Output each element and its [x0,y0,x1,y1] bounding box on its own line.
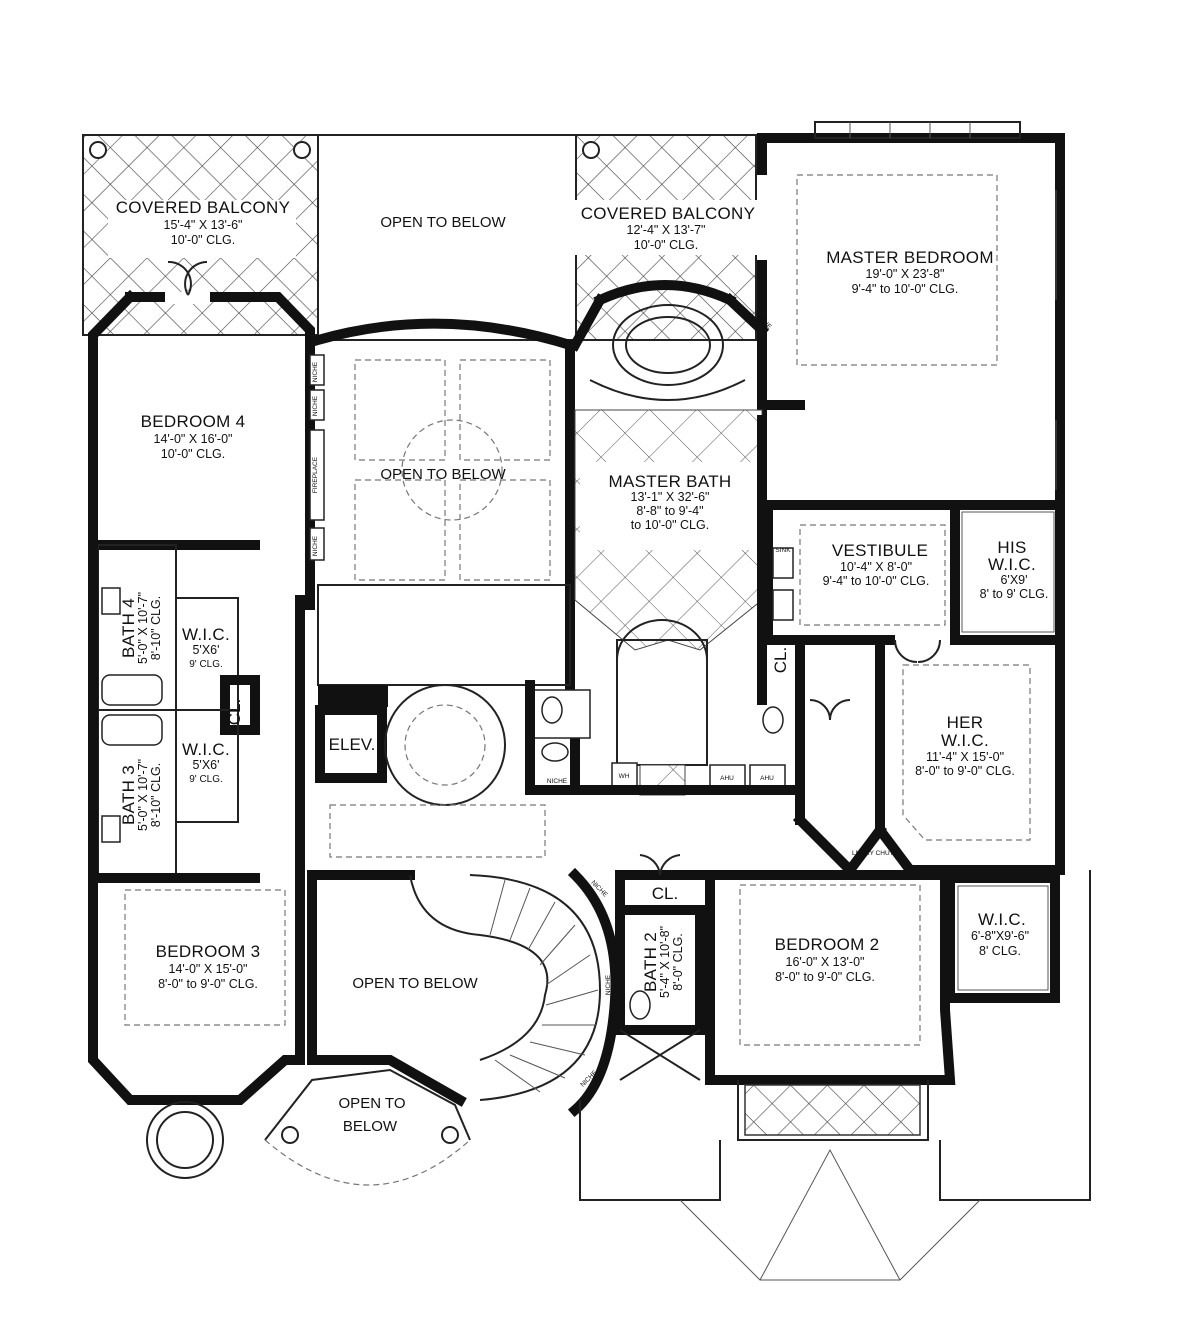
bath-4-name: BATH 4 [119,598,138,658]
sink-label: SINK [775,547,791,554]
wh-label: WH [619,773,630,780]
bedroom-2-dim: 16'-0" X 13'-0" [786,955,865,969]
elevator-label: ELEV. [329,735,376,754]
his-wic-name1: HIS [997,538,1026,557]
her-wic-dim: 11'-4" X 15'-0" [926,750,1004,764]
bedroom-3-name: BEDROOM 3 [156,942,261,961]
niche-label-3: NICHE [312,535,319,556]
fireplace-label: FIREPLACE [312,456,319,493]
vestibule-dim: 10'-4" X 8'-0" [840,560,912,574]
elevator [315,684,506,806]
covered-balcony-left-name: COVERED BALCONY [116,198,291,217]
wic-lower-dim: 5'X6' [192,758,219,772]
vestibule [763,500,1065,645]
ahu-label-1: AHU [720,775,734,782]
vestibule-clg: 9'-4" to 10'-0" CLG. [823,574,930,588]
bedroom-3-clg: 8'-0" to 9'-0" CLG. [158,977,258,991]
her-wic-clg: 8'-0" to 9'-0" CLG. [915,764,1015,778]
niche-label-1: NICHE [312,361,319,382]
his-wic-clg: 8' to 9' CLG. [980,587,1049,601]
bedroom-3 [88,873,305,1179]
open-to-below-stair-label: OPEN TO BELOW [352,975,478,992]
open-to-below-bay [264,1055,471,1186]
open-to-below-center [311,318,577,690]
open-to-below-top [317,134,577,341]
niche-label-6: NICHE [605,974,612,995]
bath-4-dim: 5'-0" X 10'-7" [136,592,150,664]
bedroom-2-name: BEDROOM 2 [775,935,880,954]
wic-upper-clg: 9' CLG. [189,659,223,670]
master-bath-clg2: to 10'-0" CLG. [631,518,709,532]
master-bedroom-clg: 9'-4" to 10'-0" CLG. [852,282,959,296]
master-bedroom-dim: 19'-0" X 23'-8" [866,267,945,281]
her-wic [875,635,1065,875]
master-bath-name: MASTER BATH [609,472,732,491]
bath-4-clg: 8'-10" CLG. [149,596,163,661]
bedroom-4-clg: 10'-0" CLG. [161,447,226,461]
bath-3-name: BATH 3 [119,765,138,825]
bath-3-dim: 5'-0" X 10'-7" [136,759,150,831]
niche-label-2: NICHE [312,395,319,416]
covered-balcony-left-clg: 10'-0" CLG. [171,233,236,247]
cl-left [220,675,260,735]
her-wic-name2: W.I.C. [941,731,989,750]
wic-bedroom-2-clg: 8' CLG. [979,944,1021,958]
master-bath-dim: 13'-1" X 32'-6" [631,490,710,504]
covered-balcony-left-dim: 15'-4" X 13'-6" [164,218,243,232]
wic-bedroom-2-name: W.I.C. [978,910,1026,929]
master-bedroom-name: MASTER BEDROOM [826,248,994,267]
vestibule-name: VESTIBULE [832,541,928,560]
wic-lower-name: W.I.C. [182,740,230,759]
bedroom-4-dim: 14'-0" X 16'-0" [154,432,233,446]
bath-2-name: BATH 2 [641,932,660,992]
ahu-label-2: AHU [760,775,774,782]
cl-bath-label: CL. [771,647,790,673]
wic-bedroom-2 [945,873,1060,1003]
open-to-below-center-label: OPEN TO BELOW [380,466,506,483]
open-to-below-top-label: OPEN TO BELOW [380,214,506,231]
open-to-below-bay-line1: OPEN TO [339,1095,406,1112]
covered-balcony-right-dim: 12'-4" X 13'-7" [627,223,706,237]
his-wic-name2: W.I.C. [988,555,1036,574]
bedroom-2 [579,870,1091,1281]
wic-upper-name: W.I.C. [182,625,230,644]
master-bath-clg1: 8'-8" to 9'-4" [636,504,703,518]
covered-balcony-right-name: COVERED BALCONY [581,204,756,223]
covered-balcony-right-clg: 10'-0" CLG. [634,238,699,252]
bedroom-2-clg: 8'-0" to 9'-0" CLG. [775,970,875,984]
bath-2-dim: 5'-4" X 10'-8" [658,926,672,998]
bath-2-clg: 8'-0" CLG. [671,933,685,991]
master-bedroom [757,121,1065,505]
cl-left-label: CL. [225,699,244,725]
bedroom-4-name: BEDROOM 4 [141,412,246,431]
hall [329,804,546,858]
wic-upper-dim: 5'X6' [192,643,219,657]
cl-bottom-label: CL. [652,884,678,903]
laundry-chute-label: LNDRY CHUTE [852,850,899,857]
his-wic-dim: 6'X9' [1000,573,1027,587]
wic-bedroom-2-dim: 6'-8"X9'-6" [971,929,1029,943]
niche-label-5: NICHE [547,778,568,785]
bedroom-3-dim: 14'-0" X 15'-0" [169,962,248,976]
wic-lower [175,709,239,823]
bath-3-clg: 8'-10" CLG. [149,763,163,828]
wic-lower-clg: 9' CLG. [189,774,223,785]
master-bath [525,280,805,796]
her-wic-name1: HER [947,713,984,732]
open-to-below-bay-line2: BELOW [343,1118,398,1135]
open-to-below-stair [307,867,621,1118]
